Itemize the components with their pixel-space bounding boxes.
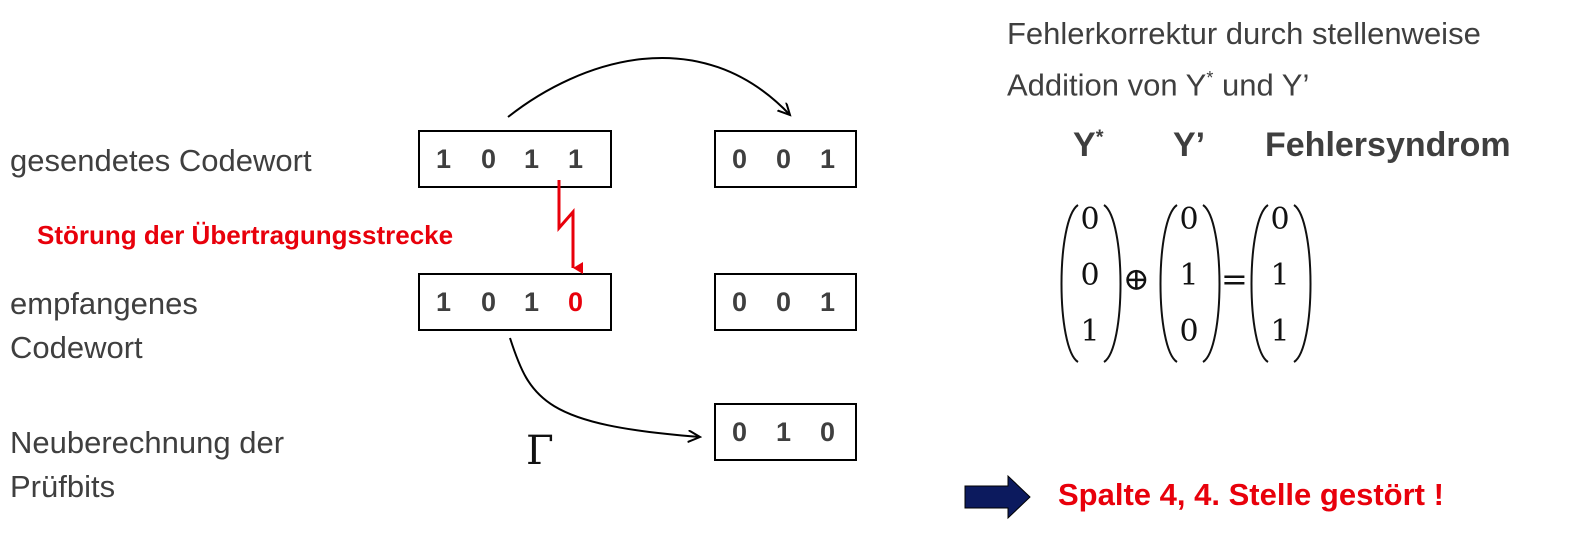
label-received-line2: Codewort bbox=[10, 330, 143, 365]
disturbance-label: Störung der Übertragungsstrecke bbox=[37, 220, 454, 250]
vector-yprime-1: 0 bbox=[1179, 202, 1199, 237]
arc-arrow-top bbox=[507, 56, 790, 118]
vector-syndrome-1: 0 bbox=[1270, 202, 1290, 237]
conclusion-arrow-icon bbox=[964, 474, 1031, 520]
sent-codeword-box: 1 0 1 1 bbox=[418, 130, 612, 188]
label-received-line1: empfangenes bbox=[10, 286, 198, 321]
vector-syndrome-3: 1 bbox=[1270, 314, 1290, 349]
received-bit-3: 1 bbox=[524, 286, 540, 317]
vector-syndrome: 0 1 1 bbox=[1260, 192, 1300, 360]
received-check-bit-2: 0 bbox=[776, 286, 792, 317]
lightning-arrow bbox=[557, 180, 583, 274]
sent-bit-2: 0 bbox=[481, 143, 497, 174]
col-head-yprime: Y’ bbox=[1173, 126, 1206, 164]
label-received-codeword: empfangenes Codewort bbox=[10, 282, 198, 370]
received-bit-2: 0 bbox=[481, 286, 497, 317]
sent-check-bit-1: 0 bbox=[732, 143, 748, 174]
sent-check-box: 0 0 1 bbox=[714, 130, 857, 188]
received-check-bit-3: 1 bbox=[820, 286, 836, 317]
xor-operator: ⊕ bbox=[1123, 260, 1150, 298]
label-recalc-line1: Neuberechnung der bbox=[10, 425, 285, 460]
conclusion-text: Spalte 4, 4. Stelle gestört ! bbox=[1058, 477, 1444, 512]
received-check-bit-1: 0 bbox=[732, 286, 748, 317]
col-head-ystar: Y* bbox=[1073, 126, 1104, 164]
sent-check-bit-2: 0 bbox=[776, 143, 792, 174]
vector-yprime-3: 0 bbox=[1179, 314, 1199, 349]
sent-bit-3: 1 bbox=[524, 143, 540, 174]
label-recalc-checkbits: Neuberechnung der Prüfbits bbox=[10, 421, 284, 509]
received-check-box: 0 0 1 bbox=[714, 273, 857, 331]
label-recalc-line2: Prüfbits bbox=[10, 469, 116, 504]
received-bit-1: 1 bbox=[436, 286, 452, 317]
recalc-check-bit-1: 0 bbox=[732, 416, 748, 447]
sent-check-bit-3: 1 bbox=[820, 143, 836, 174]
right-heading: Fehlerkorrektur durch stellenweise Addit… bbox=[1007, 12, 1481, 107]
right-heading-line1: Fehlerkorrektur durch stellenweise bbox=[1007, 16, 1481, 51]
vector-ystar-2: 0 bbox=[1080, 258, 1100, 293]
label-sent-codeword: gesendetes Codewort bbox=[10, 143, 312, 178]
vector-ystar: 0 0 1 bbox=[1070, 192, 1110, 360]
sent-bit-4: 1 bbox=[568, 143, 584, 174]
vector-yprime: 0 1 0 bbox=[1169, 192, 1209, 360]
curve-arrow-bottom bbox=[509, 337, 700, 437]
received-codeword-box: 1 0 1 0 bbox=[418, 273, 612, 331]
col-head-syndrome: Fehlersyndrom bbox=[1265, 126, 1511, 164]
vector-yprime-2: 1 bbox=[1179, 258, 1199, 293]
equals-operator: = bbox=[1221, 260, 1248, 298]
vector-ystar-3: 1 bbox=[1080, 314, 1100, 349]
recalc-check-bit-3: 0 bbox=[820, 416, 836, 447]
vector-ystar-1: 0 bbox=[1080, 202, 1100, 237]
recalc-check-box: 0 1 0 bbox=[714, 403, 857, 461]
received-bit-4-error: 0 bbox=[568, 286, 584, 317]
vector-syndrome-2: 1 bbox=[1270, 258, 1290, 293]
recalc-check-bit-2: 1 bbox=[776, 416, 792, 447]
right-heading-line2: Addition von Y* und Y’ bbox=[1007, 67, 1310, 103]
sent-bit-1: 1 bbox=[436, 143, 452, 174]
gamma-symbol: Γ bbox=[526, 428, 554, 474]
